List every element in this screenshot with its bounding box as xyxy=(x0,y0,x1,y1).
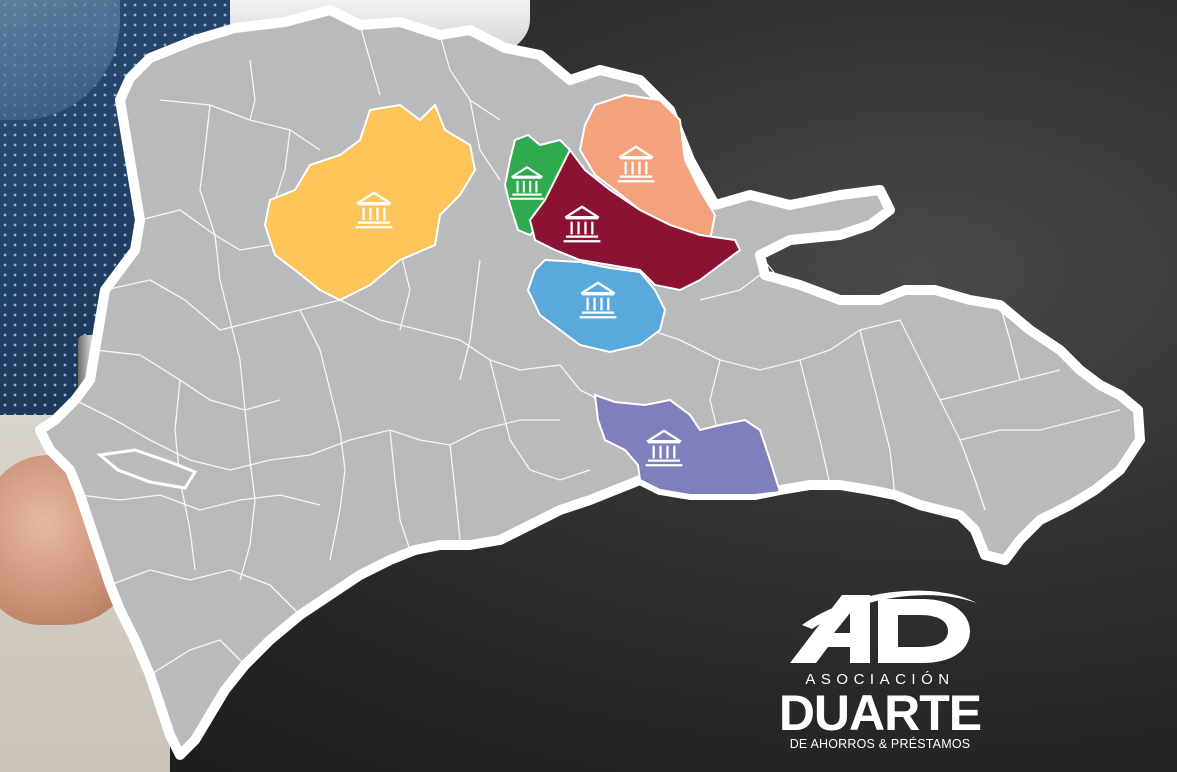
lake-enriquillo xyxy=(96,448,198,490)
asociacion-duarte-logo: ASOCIACIÓN DUARTE DE AHORROS & PRÉSTAMOS xyxy=(770,585,990,765)
logo-text-duarte: DUARTE xyxy=(778,685,982,741)
region-blue[interactable] xyxy=(526,258,667,354)
province-borders xyxy=(74,24,1121,676)
region-maroon[interactable] xyxy=(528,148,742,292)
logo-text-asociacion: ASOCIACIÓN xyxy=(805,671,955,688)
logo-text-subtitle: DE AHORROS & PRÉSTAMOS xyxy=(789,737,971,751)
region-purple[interactable] xyxy=(593,393,782,496)
ad-logo-mark-icon xyxy=(790,590,977,663)
